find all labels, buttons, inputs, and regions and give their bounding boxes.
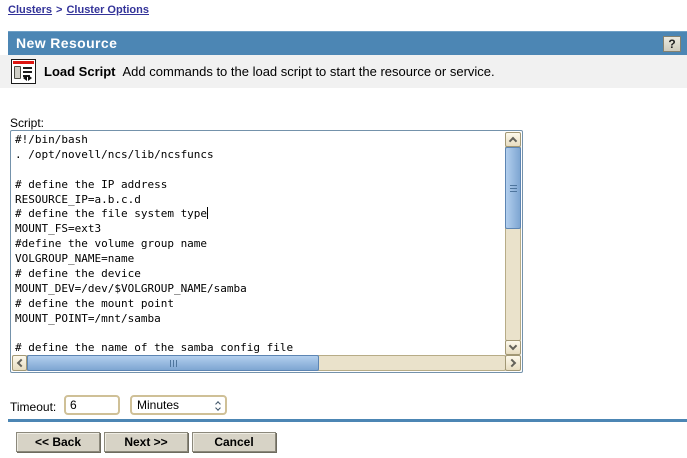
horizontal-scrollbar[interactable] xyxy=(12,355,521,371)
chevron-left-icon xyxy=(16,358,26,368)
script-text: #!/bin/bash. /opt/novell/ncs/lib/ncsfunc… xyxy=(15,133,294,355)
chevron-down-icon xyxy=(508,341,518,351)
scroll-left-button[interactable] xyxy=(12,355,27,371)
vscroll-grip xyxy=(509,184,517,193)
hscroll-thumb[interactable] xyxy=(27,355,319,371)
timeout-input[interactable] xyxy=(64,395,120,415)
hscroll-grip xyxy=(169,359,178,367)
subheader: Load Script Add commands to the load scr… xyxy=(0,55,687,88)
next-button[interactable]: Next >> xyxy=(104,432,188,452)
script-textarea[interactable]: #!/bin/bash. /opt/novell/ncs/lib/ncsfunc… xyxy=(10,130,523,373)
text-caret xyxy=(207,207,209,220)
timeout-unit-select[interactable]: Minutes xyxy=(130,395,227,415)
scroll-down-button[interactable] xyxy=(505,340,521,355)
breadcrumb-link-clusters[interactable]: Clusters xyxy=(8,4,53,16)
scroll-right-button[interactable] xyxy=(505,355,521,371)
chevron-up-icon xyxy=(508,136,518,146)
back-button[interactable]: << Back xyxy=(16,432,100,452)
timeout-label: Timeout: xyxy=(10,400,57,414)
help-button[interactable]: ? xyxy=(663,36,681,52)
load-script-icon xyxy=(11,59,36,84)
subheader-title: Load Script xyxy=(44,64,116,79)
chevron-right-icon xyxy=(507,358,516,368)
script-label: Script: xyxy=(10,116,45,130)
breadcrumb-link-cluster-options[interactable]: Cluster Options xyxy=(66,4,149,16)
breadcrumb-separator: > xyxy=(56,4,63,16)
cancel-button[interactable]: Cancel xyxy=(192,432,276,452)
timeout-unit-value: Minutes xyxy=(137,398,180,412)
header-bar: New Resource ? xyxy=(8,31,687,55)
breadcrumb: Clusters>Cluster Options xyxy=(8,4,149,16)
vscroll-thumb[interactable] xyxy=(505,147,521,229)
page-title: New Resource xyxy=(16,35,118,51)
select-spinner-icon xyxy=(215,400,221,411)
vertical-scrollbar[interactable] xyxy=(505,132,521,355)
subheader-description: Add commands to the load script to start… xyxy=(122,64,495,79)
scroll-up-button[interactable] xyxy=(505,132,521,147)
divider-rule xyxy=(8,419,687,422)
